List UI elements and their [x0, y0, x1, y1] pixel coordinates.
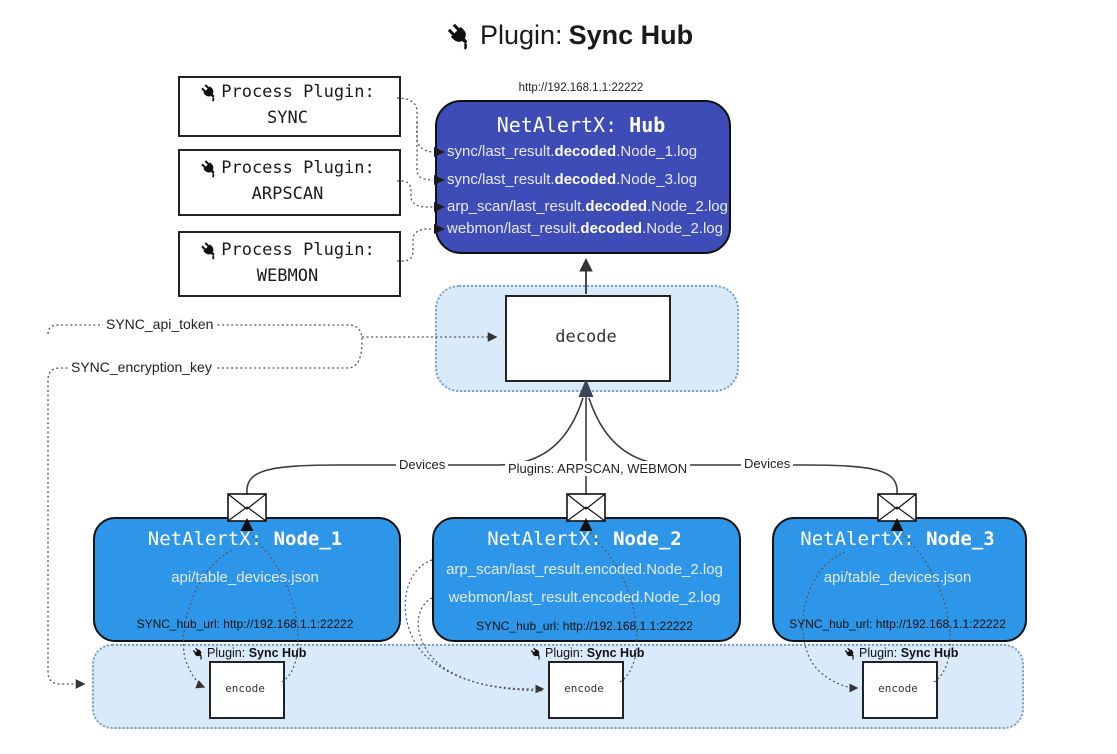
node3-title: NetAlertX: Node_3	[800, 528, 995, 550]
encoder1-plugin-label: Plugin: Sync Hub	[192, 646, 306, 660]
node1-hub-url: SYNC_hub_url: http://192.168.1.1:22222	[136, 617, 354, 631]
encode2-label: encode	[564, 682, 604, 695]
plug-icon	[530, 647, 543, 660]
hub-title-prefix: NetAlertX:	[496, 113, 630, 137]
process-plugin-box-arpscan	[178, 149, 401, 216]
node2-hub-url: SYNC_hub_url: http://192.168.1.1:22222	[476, 619, 693, 633]
process-plugin-name: WEBMON	[256, 266, 319, 286]
process-plugin-label: Process Plugin:	[221, 158, 375, 178]
sync-api-token-label: SYNC_api_token	[103, 316, 217, 332]
process-plugin-label: Process Plugin:	[221, 240, 375, 260]
process-plugin-name: ARPSCAN	[251, 184, 324, 204]
plugins-center-label: Plugins: ARPSCAN, WEBMON	[505, 461, 691, 476]
node1-content-line: api/table_devices.json	[171, 569, 319, 586]
devices-left-label: Devices	[396, 457, 449, 472]
process-plugin-webmon: Process Plugin: WEBMON	[178, 237, 397, 289]
page-title-prefix: Plugin:	[480, 20, 563, 50]
hub-url-label: http://192.168.1.1:22222	[518, 82, 644, 94]
hub-log-line: arp_scan/last_result.decoded.Node_2.log	[447, 198, 728, 215]
decode-label: decode	[555, 327, 617, 347]
node3-content-line: api/table_devices.json	[823, 569, 972, 586]
node2-content-line: webmon/last_result.encoded.Node_2.log	[448, 589, 721, 606]
node1-title: NetAlertX: Node_1	[147, 528, 343, 550]
hub-title: NetAlertX: Hub	[435, 113, 727, 137]
node2-title: NetAlertX: Node_2	[487, 528, 682, 550]
process-plugin-label: Process Plugin:	[221, 82, 375, 102]
plug-icon	[844, 647, 857, 660]
process-plugin-box-sync	[178, 76, 401, 137]
encoder2-plugin-label: Plugin: Sync Hub	[530, 646, 644, 660]
hub-title-bold: Hub	[629, 113, 666, 137]
devices-right-label: Devices	[741, 456, 794, 471]
hub-log-line: sync/last_result.decoded.Node_3.log	[447, 171, 698, 188]
process-plugin-sync: Process Plugin: SYNC	[178, 79, 397, 131]
page-title-bold: Sync Hub	[568, 20, 694, 50]
hub-log-line: sync/last_result.decoded.Node_1.log	[447, 143, 698, 160]
sync-encryption-key-label: SYNC_encryption_key	[68, 359, 215, 375]
encode1-label: encode	[225, 682, 265, 695]
plug-icon	[446, 22, 474, 50]
node2-content-line: arp_scan/last_result.encoded.Node_2.log	[446, 561, 723, 578]
node3-hub-url: SYNC_hub_url: http://192.168.1.1:22222	[789, 617, 1006, 631]
decode-box	[505, 295, 671, 382]
hub-box	[435, 100, 731, 254]
encode3-label: encode	[878, 682, 918, 695]
process-plugin-name: SYNC	[267, 108, 308, 128]
plug-icon	[200, 83, 219, 102]
plug-icon	[192, 647, 205, 660]
process-plugin-arpscan: Process Plugin: ARPSCAN	[178, 155, 397, 207]
process-plugin-box-webmon	[178, 231, 401, 297]
encoder3-plugin-label: Plugin: Sync Hub	[844, 646, 958, 660]
plug-icon	[200, 241, 219, 260]
plug-icon	[200, 159, 219, 178]
hub-log-line: webmon/last_result.decoded.Node_2.log	[447, 220, 723, 237]
page-title: Plugin: Sync Hub	[446, 20, 693, 51]
